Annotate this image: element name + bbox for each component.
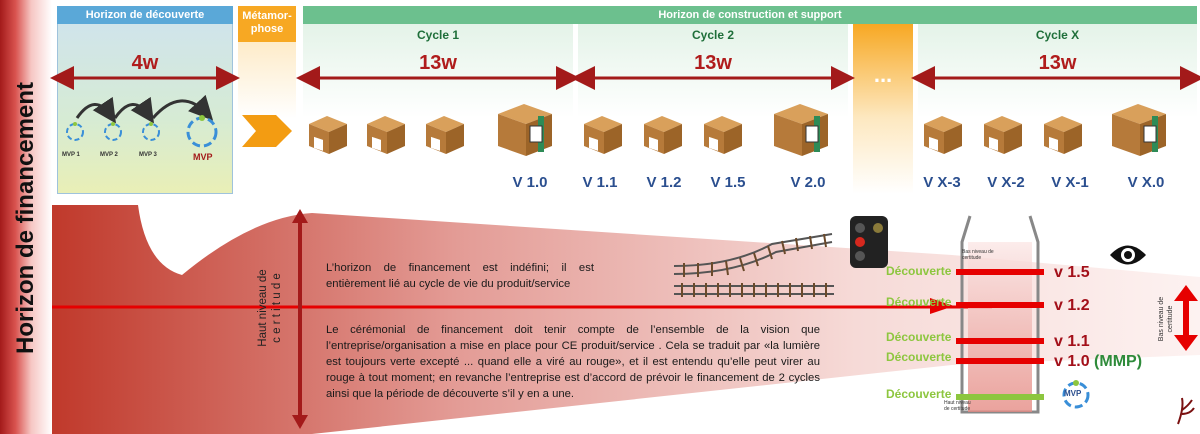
logo-icon [1177,397,1195,425]
version-label: V 1.2 [646,174,682,191]
release-box-icon [1111,103,1167,157]
discovery-band: Horizon de découverte [57,6,233,24]
version-label: V 1.1 [582,174,618,191]
funding-paragraph-2: Le cérémonial de financement doit tenir … [326,324,820,400]
traffic-light-icon [850,216,888,268]
release-version-label: v 1.0 (MMP) [1054,353,1143,370]
increment-box-icon [426,116,464,154]
release-box-icon [497,103,553,157]
level-bar [956,302,1044,308]
increment-box-icon [924,116,962,154]
metamorphosis-arrow-icon [242,115,292,147]
mvp-2-label: MVP 2 [100,152,118,158]
level-bar [956,394,1044,400]
mvp-cycle-icon [1062,380,1090,409]
mvp-1-label: MVP 1 [62,152,80,158]
gap-panel [853,24,913,194]
certainty-range-arrow [1174,285,1198,351]
version-label: V 2.0 [790,174,826,191]
version-label: V X-1 [1051,174,1089,191]
cycle-2-title: Cycle 2 [691,28,735,42]
release-box-icon [773,103,829,157]
increment-box-icon [704,116,742,154]
version-label: V X.0 [1127,174,1165,191]
cycle-1-duration: 13w [419,52,457,74]
cycle-x-duration: 13w [1038,52,1077,74]
railway-switch-icon [673,233,834,297]
funding-horizon-shape [52,205,1200,434]
discovery-level-label: Découverte [886,264,952,278]
discovery-level-label: Découverte [886,350,952,364]
increment-box-icon [367,116,405,154]
funding-horizon-arrow [930,298,954,314]
discovery-level-label: Découverte [886,387,952,401]
increment-box-icon [584,116,622,154]
level-bar [956,338,1044,344]
cycle-2-duration: 13w [694,52,732,74]
release-version-label: v 1.1 [1054,333,1090,350]
metamorphosis-band: Métamor- phose [238,6,296,42]
construction-band: Horizon de construction et support [303,6,1197,24]
mvp-label: MVP [193,152,213,162]
ellipsis: ... [873,62,893,87]
increment-box-icon [644,116,682,154]
version-label: V X-2 [987,174,1025,191]
release-version-label: v 1.5 [1054,264,1090,281]
duration-arrows [50,66,1200,90]
side-banner [0,0,52,434]
high-certainty-label: Haut niveau de c e r t i t u d e [257,269,283,347]
version-label: V X-3 [923,174,961,191]
version-label: V 1.5 [710,174,746,191]
discovery-duration: 4w [131,52,159,74]
funding-paragraph-1: L’horizon de financement est indéfini; i… [326,262,594,290]
discovery-level-label: Découverte [886,330,952,344]
increment-box-icon [984,116,1022,154]
cycle-x-title: Cycle X [1035,28,1080,42]
eye-icon [1110,245,1146,265]
discovery-level-label: Découverte [886,295,952,309]
level-bar [956,358,1044,364]
level-bar [956,269,1044,275]
certainty-arrow [292,209,308,429]
mvp-iterations-diagram [66,94,218,148]
increment-box-icon [309,116,347,154]
release-version-label: v 1.2 [1054,297,1090,314]
mvp-3-label: MVP 3 [139,152,157,158]
increment-box-icon [1044,116,1082,154]
version-label: V 1.0 [512,174,548,191]
cycle-1-title: Cycle 1 [416,28,460,42]
mvp-badge-label: MVP [1064,389,1082,398]
